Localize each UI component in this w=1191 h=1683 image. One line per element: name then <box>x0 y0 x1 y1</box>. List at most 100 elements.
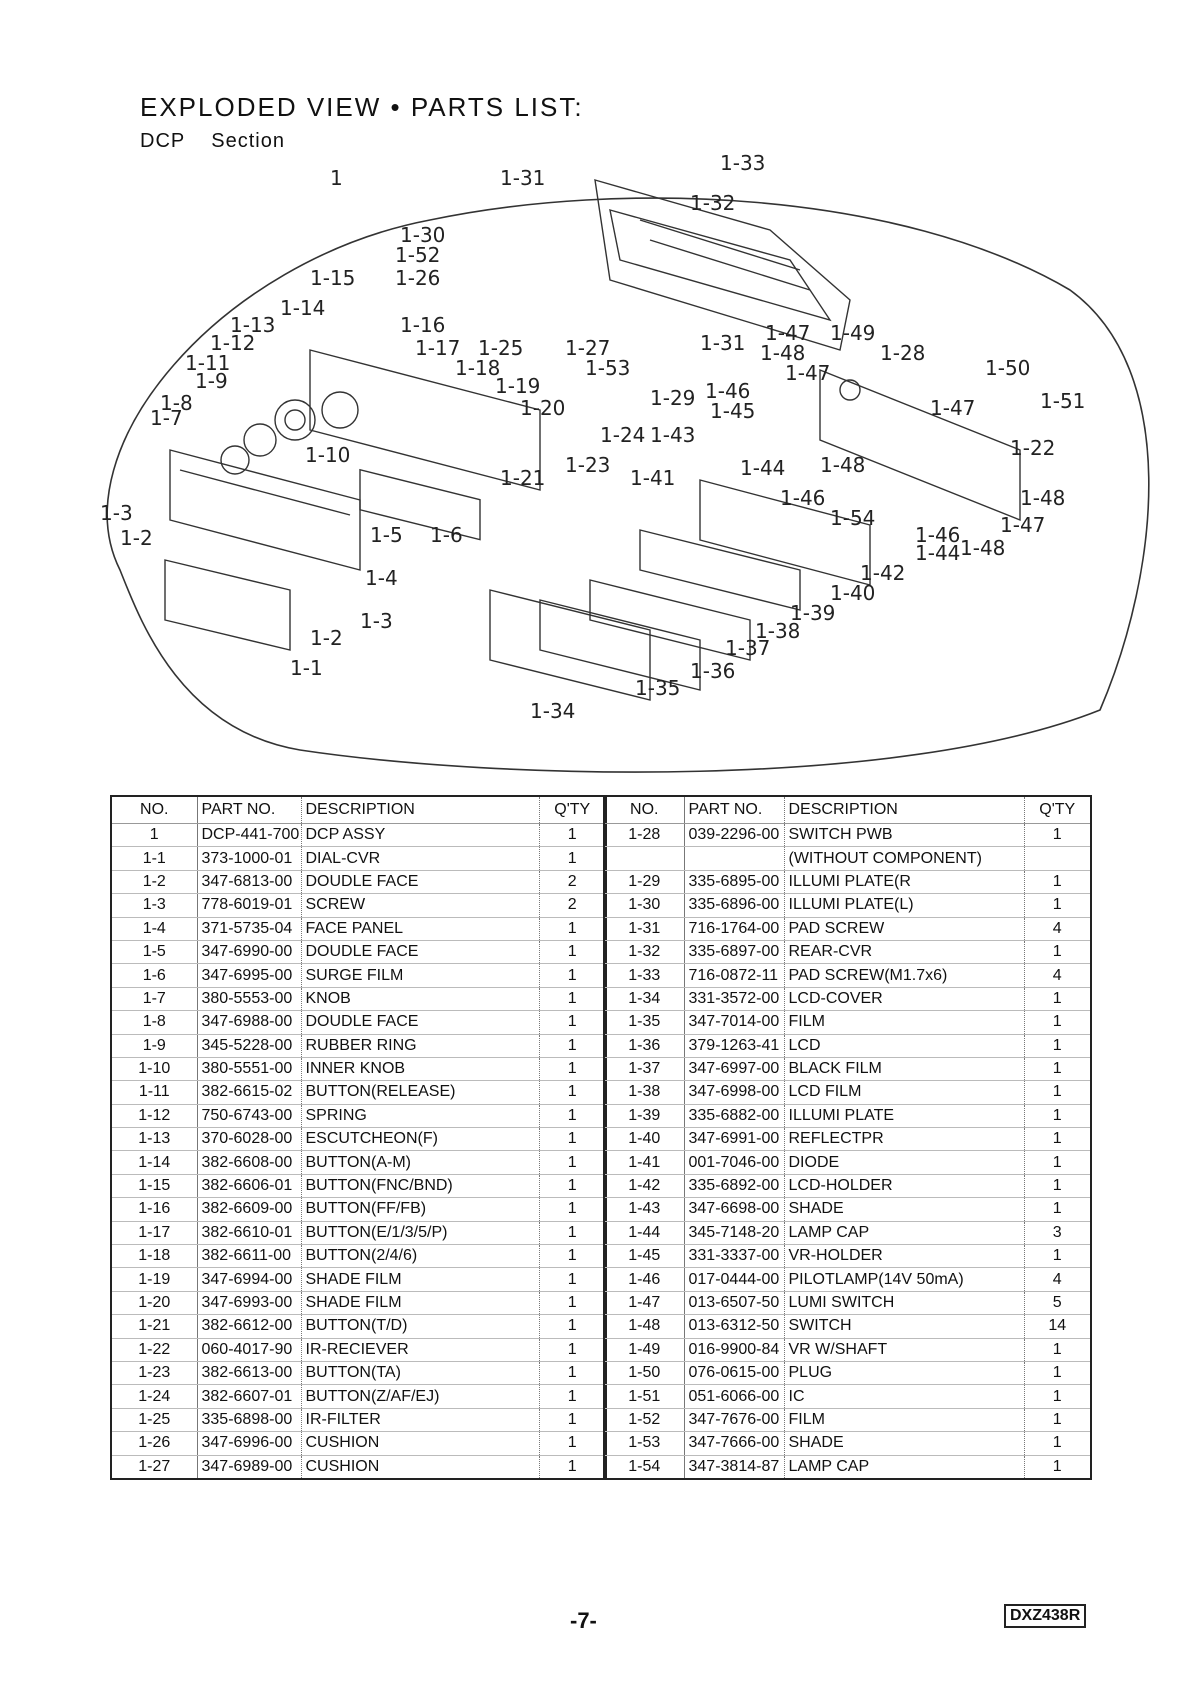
callout: 1-33 <box>720 151 765 175</box>
callout: 1-25 <box>478 336 523 360</box>
row-no: 1-2 <box>111 870 198 895</box>
row-description: BUTTON(T/D) <box>301 1314 540 1339</box>
callout: 1-12 <box>210 331 255 355</box>
callout: 1-52 <box>395 243 440 267</box>
section-name: Section <box>211 130 285 152</box>
row-qty: 1 <box>1024 1455 1091 1480</box>
row-qty: 1 <box>1024 1384 1091 1409</box>
row-part-no: 347-6997-00 <box>684 1057 785 1082</box>
row-qty: 1 <box>539 1174 606 1199</box>
row-description: BUTTON(2/4/6) <box>301 1244 540 1269</box>
row-no: 1-37 <box>604 1057 685 1082</box>
row-qty: 1 <box>1024 1431 1091 1456</box>
callout: 1-48 <box>1020 486 1065 510</box>
row-part-no: 335-6898-00 <box>197 1408 302 1433</box>
row-part-no: 347-6995-00 <box>197 963 302 988</box>
row-part-no: 335-6896-00 <box>684 893 785 918</box>
row-qty: 1 <box>1024 1197 1091 1222</box>
callout: 1-27 <box>565 336 610 360</box>
row-description: DOUDLE FACE <box>301 870 540 895</box>
callout: 1-31 <box>500 166 545 190</box>
row-qty: 1 <box>1024 1361 1091 1386</box>
callout: 1-1 <box>290 656 323 680</box>
row-qty: 1 <box>539 823 606 848</box>
callout: 1-41 <box>630 466 675 490</box>
callout: 1-6 <box>430 523 463 547</box>
row-no: 1-27 <box>111 1455 198 1480</box>
row-qty: 1 <box>1024 1104 1091 1129</box>
row-description: PAD SCREW(M1.7x6) <box>784 963 1025 988</box>
row-no: 1-13 <box>111 1127 198 1152</box>
row-qty: 1 <box>539 1080 606 1105</box>
row-description: DCP ASSY <box>301 823 540 848</box>
callout: 1-16 <box>400 313 445 337</box>
row-qty: 1 <box>1024 1127 1091 1152</box>
callout: 1-11 <box>185 351 230 375</box>
row-description: IC <box>784 1384 1025 1409</box>
row-qty: 1 <box>1024 1034 1091 1058</box>
row-no: 1-7 <box>111 987 198 1012</box>
row-description: ESCUTCHEON(F) <box>301 1127 540 1152</box>
row-no: 1-18 <box>111 1244 198 1269</box>
col-header-qty: Q'TY <box>539 796 606 824</box>
row-qty: 1 <box>1024 940 1091 965</box>
row-description: SWITCH <box>784 1314 1025 1339</box>
row-part-no: 382-6607-01 <box>197 1384 302 1409</box>
row-no: 1-39 <box>604 1104 685 1129</box>
row-no: 1-3 <box>111 893 198 918</box>
row-qty: 1 <box>539 1221 606 1246</box>
row-description: LAMP CAP <box>784 1221 1025 1246</box>
callout: 1-31 <box>700 331 745 355</box>
row-no: 1-47 <box>604 1291 685 1316</box>
col-header-no: NO. <box>111 796 198 824</box>
table-row: (WITHOUT COMPONENT) <box>604 846 1091 871</box>
row-part-no: 347-6813-00 <box>197 870 302 895</box>
callout: 1-38 <box>755 619 800 643</box>
row-description: BUTTON(A-M) <box>301 1150 540 1175</box>
row-qty: 1 <box>539 917 606 941</box>
switch-pwb-part <box>819 368 1021 522</box>
row-description: LAMP CAP <box>784 1455 1025 1480</box>
row-part-no: 716-1764-00 <box>684 917 785 941</box>
row-no: 1-10 <box>111 1057 198 1082</box>
row-no: 1-32 <box>604 940 685 965</box>
row-part-no: 347-6698-00 <box>684 1197 785 1222</box>
row-qty: 1 <box>1024 1174 1091 1199</box>
row-description: PILOTLAMP(14V 50mA) <box>784 1267 1025 1292</box>
row-no: 1-14 <box>111 1150 198 1175</box>
row-description: DIAL-CVR <box>301 846 540 871</box>
row-qty: 1 <box>539 1197 606 1222</box>
row-part-no: 373-1000-01 <box>197 846 302 871</box>
callout: 1-47 <box>765 321 810 345</box>
table-header-row: NO. PART NO. DESCRIPTION Q'TY <box>604 796 1091 824</box>
knob-parts <box>220 399 316 475</box>
callout: 1-50 <box>985 356 1030 380</box>
row-qty: 1 <box>1024 823 1091 848</box>
callout: 1-35 <box>635 676 680 700</box>
row-description: PAD SCREW <box>784 917 1025 941</box>
row-part-no: 382-6612-00 <box>197 1314 302 1339</box>
row-qty: 1 <box>539 1244 606 1269</box>
callout: 1-42 <box>860 561 905 585</box>
callout: 1-10 <box>305 443 350 467</box>
row-part-no: 347-7014-00 <box>684 1010 785 1035</box>
callout: 1-39 <box>790 601 835 625</box>
